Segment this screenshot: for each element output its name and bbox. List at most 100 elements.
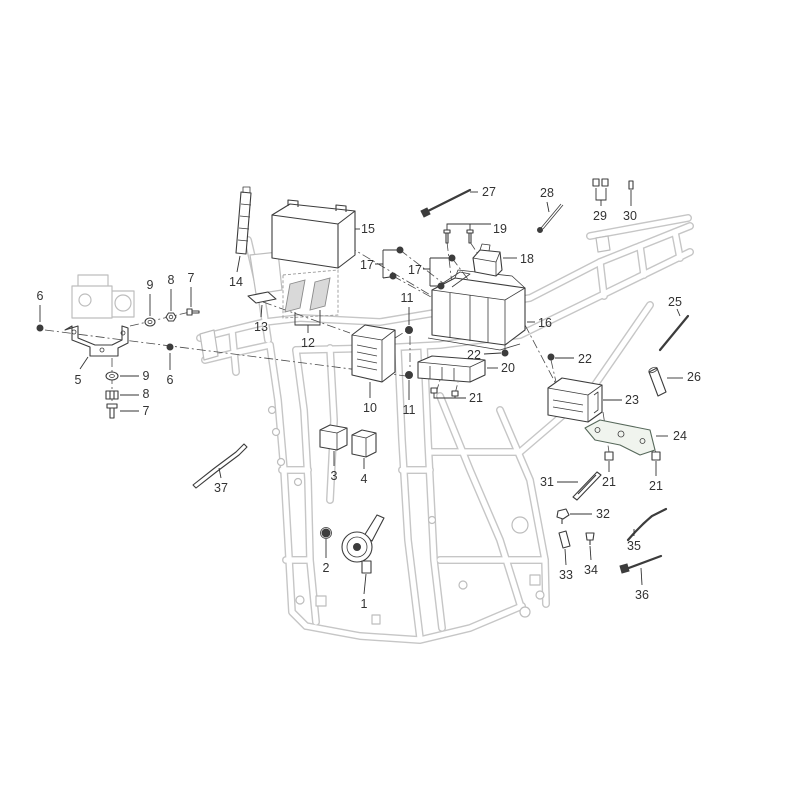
callout-19: 19 <box>493 222 507 236</box>
callout-5: 5 <box>75 373 82 387</box>
callout-21: 21 <box>649 479 663 493</box>
callout-23: 23 <box>625 393 639 407</box>
part-36-cable-tie <box>619 554 663 574</box>
bracket-holes <box>71 329 126 353</box>
leader-19 <box>446 223 491 230</box>
bracket-holes <box>594 427 646 444</box>
callout-6: 6 <box>37 289 44 303</box>
washer-hole <box>109 374 115 378</box>
part-7-bolt-top <box>186 308 200 316</box>
part-31-strip <box>572 471 602 501</box>
part-28-pin <box>537 203 564 233</box>
callout-29: 29 <box>593 209 607 223</box>
tray-structure <box>427 269 526 351</box>
part-21-nut-right <box>651 451 661 461</box>
washer-outer <box>144 317 156 327</box>
part-14-battery-strap <box>235 186 252 255</box>
part-11-nut-upper <box>405 326 413 334</box>
relay-body <box>351 429 377 458</box>
leader-37 <box>218 467 222 479</box>
part-32-clip <box>556 508 570 524</box>
callout-3: 3 <box>331 469 338 483</box>
callout-32: 32 <box>596 507 610 521</box>
part-15-battery <box>271 199 356 269</box>
callout-24: 24 <box>673 429 687 443</box>
leader-28 <box>546 201 550 213</box>
frame <box>200 218 690 640</box>
part-9-washer-top <box>144 317 156 327</box>
abs-module <box>71 274 135 319</box>
callout-17: 17 <box>408 263 422 277</box>
callout-31: 31 <box>540 475 554 489</box>
relay-edges <box>351 432 377 457</box>
part-6-bolt-left <box>36 324 44 332</box>
horn-connector <box>361 560 372 574</box>
part-1-horn <box>341 514 385 574</box>
nut-hole <box>168 314 174 320</box>
part-27-cable-tie <box>420 188 472 218</box>
leader-36 <box>640 567 643 586</box>
leader-14 <box>236 255 241 273</box>
horn-ring <box>346 536 368 558</box>
callout-10: 10 <box>363 401 377 415</box>
part-35-wire <box>626 507 668 542</box>
part-24-ecu-bracket <box>584 419 656 456</box>
part-17-bolt-b <box>389 272 397 280</box>
relay-body <box>472 249 503 277</box>
part-34-clip <box>585 532 595 545</box>
part-10-control-module <box>351 324 396 383</box>
part-8-nut-top <box>165 312 177 322</box>
part-22-nut-left <box>501 349 509 357</box>
pin-shaft <box>540 203 564 230</box>
part-17-bolt-d <box>437 282 445 290</box>
callout-22: 22 <box>578 352 592 366</box>
callout-1: 1 <box>361 597 368 611</box>
bracket-body <box>64 325 129 357</box>
part-19-screws <box>443 229 474 244</box>
leader-5 <box>79 356 89 370</box>
callout-28: 28 <box>540 186 554 200</box>
part-5-abs-bracket <box>64 325 129 357</box>
callout-7: 7 <box>188 271 195 285</box>
part-23-ecu <box>547 377 603 423</box>
pad-group-outline <box>282 269 339 319</box>
part-12-rubber-pads <box>282 269 339 319</box>
fuse-box-ribs <box>417 359 486 382</box>
leader-17-right <box>423 257 449 287</box>
part-21-clips-center <box>430 387 459 397</box>
callout-11: 11 <box>403 403 416 417</box>
part-25-rod <box>658 314 690 352</box>
part-21-nut-left <box>604 451 614 461</box>
strap-body <box>235 191 252 255</box>
part-3-relay <box>319 424 348 451</box>
part-33-grommet <box>558 530 571 549</box>
callout-9: 9 <box>147 278 154 292</box>
part-26-sleeve <box>648 366 667 397</box>
part-37-wire <box>192 443 248 489</box>
sleeve-end <box>648 366 658 374</box>
leader-25 <box>676 308 681 317</box>
leader-22-left <box>483 352 502 355</box>
tie-strap <box>624 554 663 571</box>
leader-21-center <box>433 393 466 399</box>
ecu-edges <box>547 384 603 422</box>
leader-34 <box>589 545 592 561</box>
part-7-bolt-bottom <box>106 403 118 419</box>
part-2-bolt <box>320 527 332 539</box>
callout-21: 21 <box>469 391 483 405</box>
part-22-nut-right <box>547 353 555 361</box>
module-edges <box>351 329 396 382</box>
callout-18: 18 <box>520 252 534 266</box>
module-body <box>351 324 396 383</box>
leader-1 <box>363 573 367 595</box>
washer-outer <box>105 371 119 381</box>
part-11-nut-lower <box>405 371 413 379</box>
tray-body <box>431 277 526 346</box>
callout-12: 12 <box>301 336 315 350</box>
part-13-pad <box>247 291 277 304</box>
part-9-washer-bottom <box>105 371 119 381</box>
callout-35: 35 <box>627 539 641 553</box>
sleeve-body <box>648 367 667 397</box>
callout-8: 8 <box>143 387 150 401</box>
